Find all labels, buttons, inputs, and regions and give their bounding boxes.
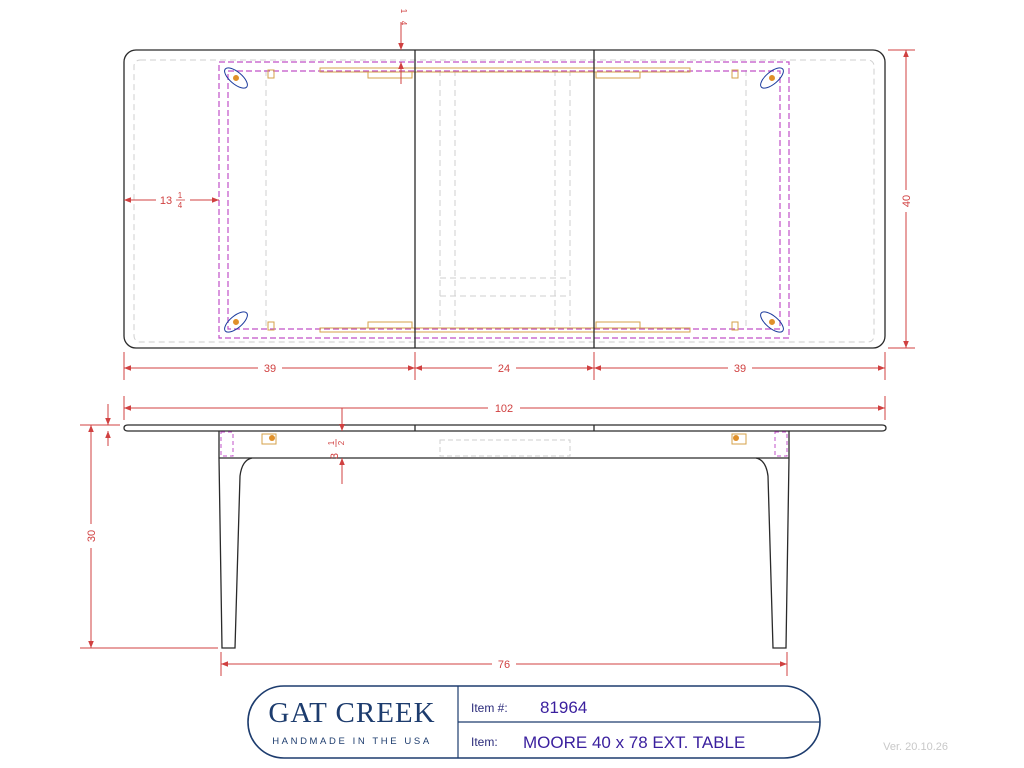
tabletop-edge <box>123 424 887 432</box>
brand-tagline: HANDMADE IN THE USA <box>272 736 432 747</box>
elevation-dimensions <box>80 404 788 676</box>
dimension-labels: 1 4 13 1 4 40 39 24 39 102 30 76 3 1 2 <box>86 9 913 671</box>
top-overhang-frac: 4 <box>399 21 408 26</box>
corner-brackets <box>224 67 784 333</box>
plan-dimensions <box>123 22 915 420</box>
end-overhang-frac-den: 4 <box>178 201 183 210</box>
version-stamp: Ver. 20.10.26 <box>883 741 948 753</box>
height-label: 30 <box>86 530 98 542</box>
apron-outline <box>218 61 790 339</box>
item-number-value: 81964 <box>540 698 587 717</box>
plan-view <box>123 49 886 349</box>
overall-length-label: 102 <box>495 403 513 415</box>
leaf-left-label: 39 <box>264 363 276 375</box>
item-name-value: MOORE 40 x 78 EXT. TABLE <box>523 733 745 752</box>
elevation-hidden <box>220 431 788 457</box>
item-number-label: Item #: <box>471 701 508 715</box>
tabletop-outline <box>123 49 886 349</box>
end-overhang-frac-num: 1 <box>178 191 183 200</box>
apron-drop-frac-num: 1 <box>327 440 336 445</box>
elevation-view <box>123 424 887 649</box>
hidden-lines <box>133 59 875 343</box>
extension-slides <box>319 67 691 333</box>
leg-span-label: 76 <box>498 659 510 671</box>
brand-logo: GAT CREEK <box>268 697 435 729</box>
apron-drop-label: 3 <box>329 453 341 459</box>
top-overhang-label: 1 <box>399 9 408 14</box>
end-overhang-label: 13 <box>160 195 172 207</box>
width-label: 40 <box>901 195 913 207</box>
apron-drop-frac-den: 2 <box>337 440 346 445</box>
title-block: GAT CREEK HANDMADE IN THE USA Item #: 81… <box>247 685 821 759</box>
item-name-label: Item: <box>471 735 498 749</box>
leaf-center-label: 24 <box>498 363 510 375</box>
left-leg <box>218 431 253 649</box>
right-leg <box>755 431 790 649</box>
leaf-right-label: 39 <box>734 363 746 375</box>
